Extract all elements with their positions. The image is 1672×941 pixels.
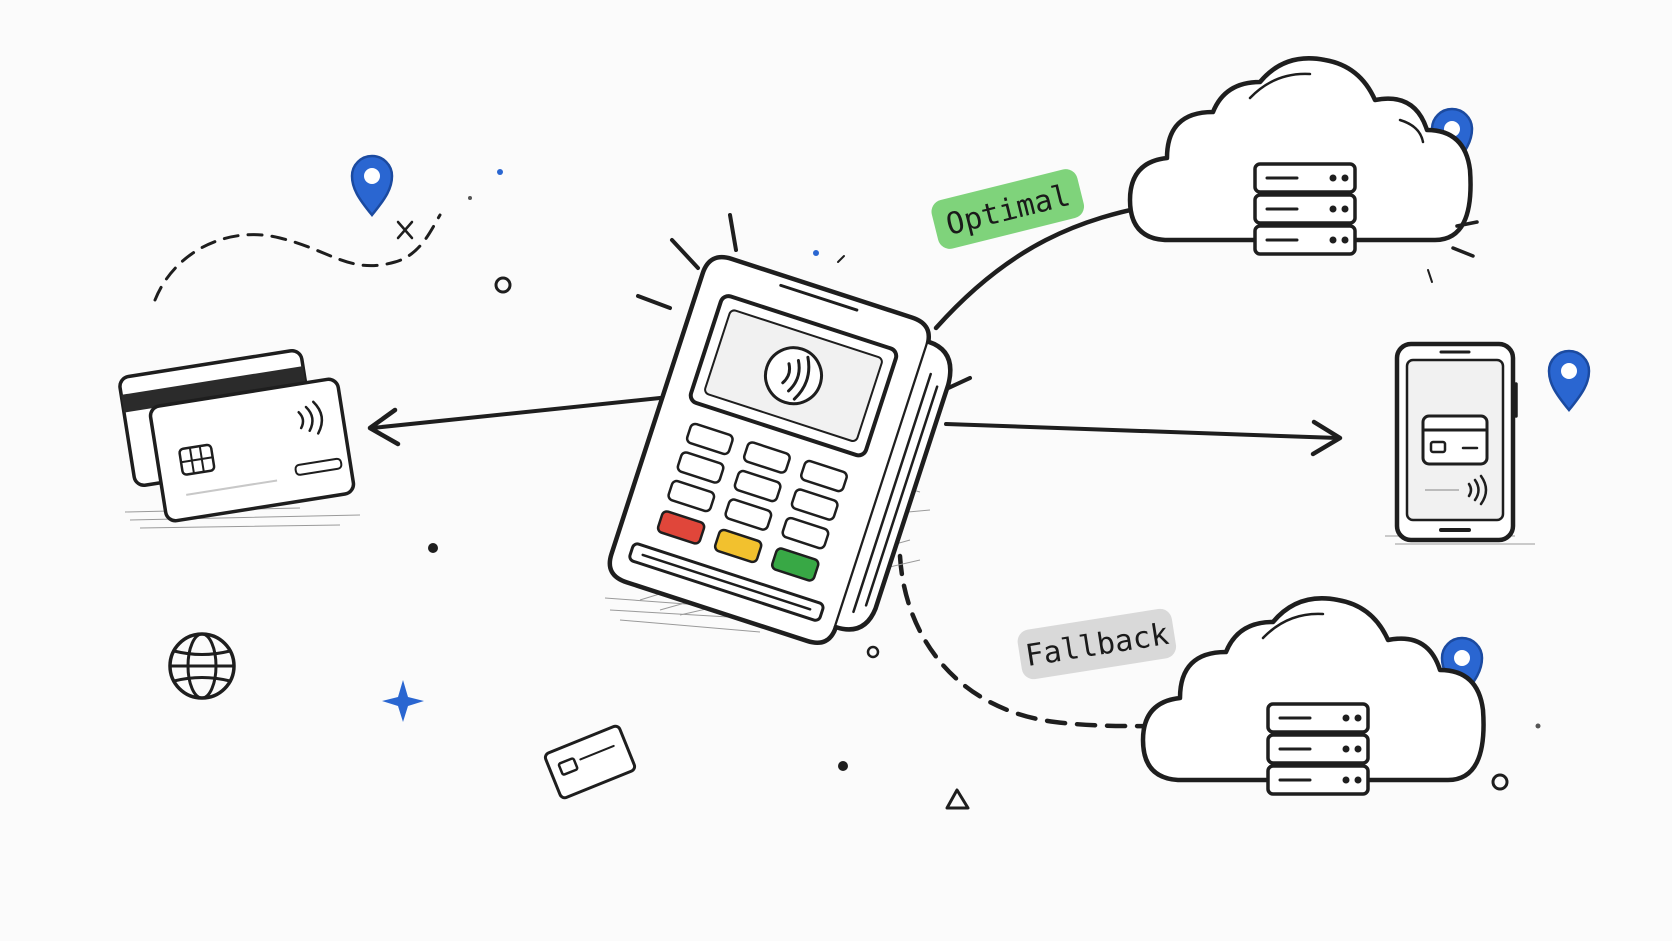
decorations [153, 169, 1541, 810]
dot [813, 250, 819, 256]
location-pin-icon [350, 154, 394, 217]
tick [837, 255, 845, 263]
fallback-route: Fallback [897, 553, 1181, 745]
location-pin-icon [1547, 349, 1591, 412]
backup-cloud-server-icon [1140, 596, 1486, 796]
sparkle-icon [382, 680, 424, 722]
arrow-to-cards [367, 396, 662, 447]
credit-cards-icon [118, 348, 361, 529]
fallback-route-label: Fallback [1017, 608, 1177, 680]
trail-end-x [396, 220, 414, 240]
triangle-doodle [945, 788, 970, 810]
server-stack [1253, 162, 1357, 256]
tick [1427, 269, 1433, 283]
motion-lines [1451, 220, 1479, 258]
primary-cloud-server-icon [1127, 56, 1479, 258]
dot [838, 761, 848, 771]
dashed-trail [153, 213, 442, 302]
server-stack [1266, 702, 1370, 796]
motion-lines [636, 213, 972, 392]
arrow-to-mobile [944, 419, 1343, 457]
globe-icon [168, 632, 236, 700]
ring-dot [494, 276, 512, 294]
dot [1535, 723, 1541, 729]
smartphone-wallet-icon [1385, 341, 1535, 545]
dot [428, 543, 438, 553]
ring-dot [866, 645, 880, 659]
small-card-icon [543, 724, 637, 800]
dot [497, 169, 503, 175]
dot [468, 196, 472, 200]
keypad [656, 422, 848, 582]
ring-dot [1491, 773, 1509, 791]
pos-terminal-icon [604, 213, 972, 645]
optimal-route-label: Optimal [931, 169, 1085, 249]
optimal-route: Optimal [931, 169, 1165, 331]
